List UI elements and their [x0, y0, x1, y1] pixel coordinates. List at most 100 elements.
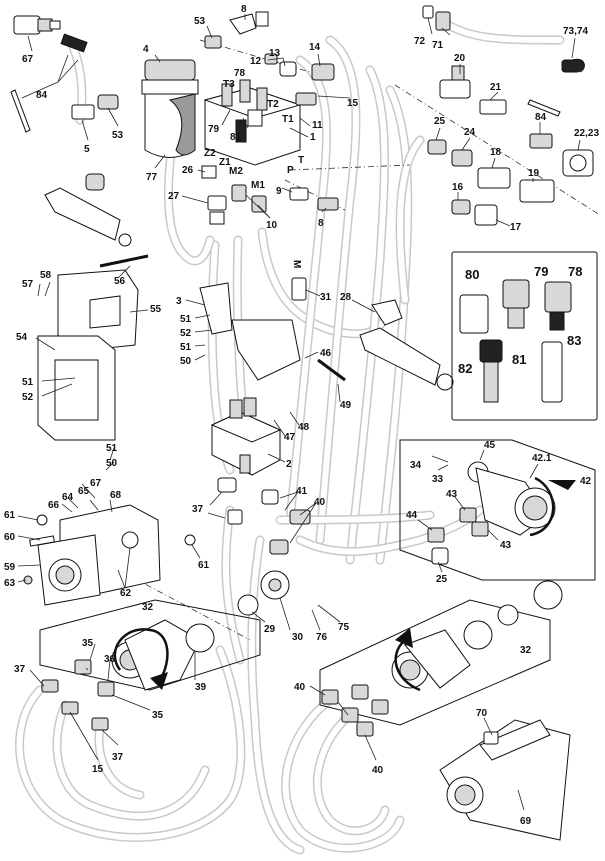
- label-51-d: 51: [106, 443, 118, 454]
- label-50-b: 50: [106, 458, 118, 469]
- label-68: 68: [110, 490, 122, 501]
- label-66: 66: [48, 500, 60, 511]
- fitting-37-mid: [227, 509, 243, 525]
- label-6-7: 67: [22, 54, 34, 65]
- fittings-24-25: [427, 139, 473, 167]
- motor-32-left-panel: [39, 599, 261, 697]
- label-64: 64: [62, 492, 74, 503]
- label-30: 30: [292, 632, 304, 643]
- label-40-b: 40: [372, 765, 384, 776]
- rotation-arrow-right: [529, 476, 576, 537]
- label-37-left: 37: [14, 664, 26, 675]
- label-53-top: 53: [194, 16, 206, 27]
- label-83: 83: [567, 333, 581, 348]
- port-P: P: [287, 165, 294, 176]
- label-3: 3: [176, 296, 182, 307]
- connector-73-74: [561, 58, 585, 73]
- label-20: 20: [454, 53, 466, 64]
- label-47: 47: [284, 432, 296, 443]
- label-16: 16: [452, 182, 464, 193]
- label-62: 62: [120, 588, 132, 599]
- port-Z2: Z2: [204, 148, 216, 159]
- label-12: 12: [250, 56, 262, 67]
- label-2: 2: [286, 459, 292, 470]
- label-5: 5: [84, 144, 90, 155]
- label-61-right: 61: [198, 560, 210, 571]
- bracket-3: [199, 282, 301, 381]
- label-53-left: 53: [112, 130, 124, 141]
- label-39: 39: [195, 682, 207, 693]
- label-59: 59: [4, 562, 16, 573]
- label-76: 76: [316, 632, 328, 643]
- label-41: 41: [296, 486, 308, 497]
- label-73-74: 73,74: [563, 26, 588, 37]
- label-58: 58: [40, 270, 52, 281]
- bracket-69: [439, 719, 571, 841]
- label-84-left: 84: [36, 90, 48, 101]
- label-49: 49: [340, 400, 352, 411]
- label-81-top: 81: [230, 132, 242, 143]
- label-80: 80: [465, 267, 479, 282]
- port-T3: T3: [223, 79, 235, 90]
- hose-end-84-upper: [10, 33, 88, 133]
- label-14: 14: [309, 42, 321, 53]
- coupling-29-30: [237, 570, 290, 616]
- label-55: 55: [150, 304, 162, 315]
- fittings-12-13: [264, 53, 297, 77]
- filter-4: [141, 59, 199, 158]
- port-T2: T2: [267, 99, 279, 110]
- leader-lines: [17, 14, 581, 811]
- label-57: 57: [22, 279, 34, 290]
- fitting-14: [311, 63, 335, 81]
- bracket-55: [57, 269, 139, 353]
- elbow-28: [371, 299, 403, 326]
- fittings-37-15-lower: [41, 679, 109, 731]
- fittings-72-71: [422, 5, 451, 31]
- label-67: 67: [90, 478, 102, 489]
- fittings-40-lower: [321, 689, 374, 737]
- label-52-a: 52: [22, 392, 34, 403]
- port-T1: T1: [282, 114, 294, 125]
- label-51-b: 51: [180, 314, 192, 325]
- fitting-15-top: [295, 92, 317, 106]
- label-63: 63: [4, 578, 16, 589]
- label-34: 34: [410, 460, 422, 471]
- label-48: 48: [298, 422, 310, 433]
- cable-tie-84-right: [527, 99, 561, 149]
- label-40-a: 40: [294, 682, 306, 693]
- label-43-b: 43: [500, 540, 512, 551]
- label-75: 75: [338, 622, 350, 633]
- label-51-c: 51: [180, 342, 192, 353]
- label-60: 60: [4, 532, 16, 543]
- label-79-inset: 79: [534, 264, 548, 279]
- motor-mount-59-60: [29, 534, 101, 606]
- port-T: T: [298, 155, 304, 166]
- fittings-26-27: [201, 165, 227, 225]
- label-70: 70: [476, 708, 488, 719]
- label-8-top: 8: [241, 4, 247, 15]
- label-29: 29: [264, 624, 276, 635]
- label-61-left: 61: [4, 510, 16, 521]
- cylinder-left-top: [44, 173, 132, 247]
- label-26: 26: [182, 165, 194, 176]
- label-36: 36: [104, 654, 116, 665]
- label-27: 27: [168, 191, 180, 202]
- label-19: 19: [528, 168, 540, 179]
- fittings-44-25: [427, 527, 449, 565]
- label-44: 44: [406, 510, 418, 521]
- label-35-b: 35: [152, 710, 164, 721]
- label-32-right: 32: [520, 645, 532, 656]
- label-13: 13: [269, 48, 281, 59]
- label-72: 72: [414, 36, 426, 47]
- coupling-22-23: [562, 149, 594, 177]
- motor-32-right-panel: [319, 599, 551, 726]
- label-32-left: 32: [142, 602, 154, 613]
- label-69: 69: [520, 816, 532, 827]
- label-71: 71: [432, 40, 444, 51]
- label-25-top: 25: [434, 116, 446, 127]
- small-hardware-left: [23, 514, 196, 585]
- label-24: 24: [464, 127, 476, 138]
- fitting-53-left: [97, 94, 119, 110]
- label-78-top: 78: [234, 68, 246, 79]
